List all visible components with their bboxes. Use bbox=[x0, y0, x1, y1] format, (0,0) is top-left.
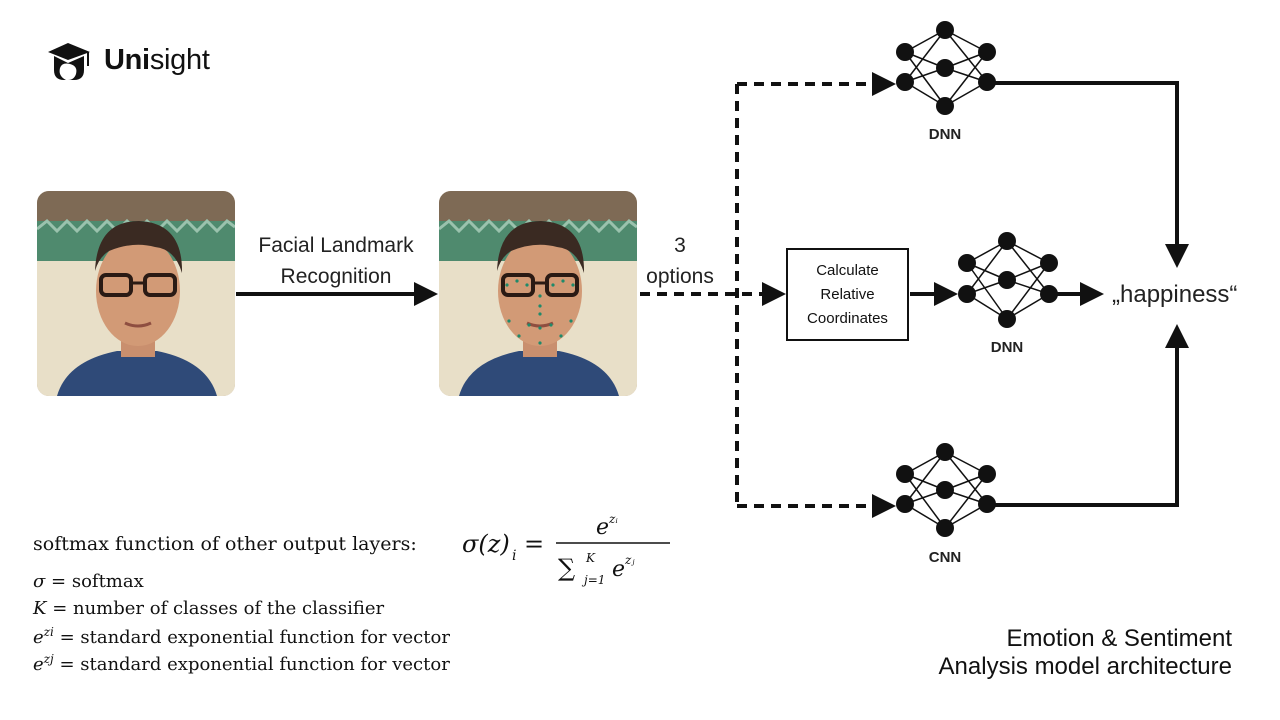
arrow-cnn-to-output bbox=[990, 324, 1189, 507]
flr-label-line2: Recognition bbox=[280, 265, 392, 288]
def-symbol: σ bbox=[33, 571, 46, 592]
softmax-formula: σ(z) i = e zᵢ ∑ K j=1 e zⱼ bbox=[462, 510, 682, 596]
definition-ezi: ezi = standard exponential function for … bbox=[33, 625, 450, 648]
caption-line1: Emotion & Sentiment bbox=[1006, 625, 1232, 652]
def-sup: zi bbox=[43, 625, 54, 639]
definition-k: K = number of classes of the classifier bbox=[33, 598, 384, 619]
calc-box-line2: Relative bbox=[820, 285, 875, 303]
calc-box-line3: Coordinates bbox=[807, 309, 888, 327]
def-text: = standard exponential function for vect… bbox=[59, 627, 450, 648]
logo-wordmark: Unisight bbox=[104, 44, 210, 77]
logo-text-bold: Uni bbox=[104, 44, 150, 76]
formula-numerator-sup: zᵢ bbox=[608, 512, 618, 526]
formula-sum: ∑ bbox=[558, 554, 575, 582]
formula-sum-upper: K bbox=[585, 551, 596, 565]
options-label-line1: 3 bbox=[674, 234, 686, 257]
def-symbol: K bbox=[33, 598, 47, 619]
options-label-line2: options bbox=[646, 265, 714, 288]
def-text: = softmax bbox=[51, 571, 144, 592]
logo bbox=[44, 40, 234, 84]
logo-text-rest: sight bbox=[149, 44, 210, 76]
landmark-face-photo bbox=[439, 191, 637, 396]
output-happiness-label: „happiness“ bbox=[1112, 281, 1238, 308]
cnn-label: CNN bbox=[928, 549, 962, 566]
formula-numerator: e bbox=[596, 515, 609, 540]
caption-line2: Analysis model architecture bbox=[938, 653, 1232, 680]
input-face-photo bbox=[37, 191, 235, 396]
def-text: = standard exponential function for vect… bbox=[59, 654, 450, 675]
formula-denominator-sup: zⱼ bbox=[624, 553, 635, 567]
dashed-option-paths bbox=[640, 72, 896, 518]
dnn-top-network bbox=[896, 21, 996, 115]
cnn-bottom-network bbox=[896, 443, 996, 537]
formula-sum-lower: j=1 bbox=[581, 573, 605, 587]
three-options-label: 3 options bbox=[636, 230, 724, 292]
slide-caption: Emotion & Sentiment Analysis model archi… bbox=[939, 625, 1232, 681]
formula-lhs-sub: i bbox=[512, 548, 516, 564]
def-sup: zj bbox=[43, 652, 54, 666]
graduation-cap-icon bbox=[48, 43, 90, 80]
softmax-intro-text: softmax function of other output layers: bbox=[33, 533, 417, 555]
arrow-top-dnn-to-output bbox=[990, 81, 1189, 268]
formula-denominator-term: e bbox=[612, 557, 625, 582]
calculate-relative-coordinates-box: Calculate Relative Coordinates bbox=[786, 248, 909, 341]
definition-sigma: σ = softmax bbox=[33, 571, 144, 592]
def-symbol: e bbox=[33, 654, 44, 675]
formula-equals: = bbox=[524, 530, 544, 558]
dnn-middle-network bbox=[958, 232, 1058, 328]
dnn-middle-label: DNN bbox=[990, 339, 1024, 356]
calc-box-line1: Calculate bbox=[816, 261, 879, 279]
def-text: = number of classes of the classifier bbox=[52, 598, 385, 619]
flr-label-line1: Facial Landmark bbox=[258, 234, 414, 257]
formula-lhs: σ(z) bbox=[462, 530, 510, 558]
def-symbol: e bbox=[33, 627, 44, 648]
definition-ezj: ezj = standard exponential function for … bbox=[33, 652, 450, 675]
dnn-top-label: DNN bbox=[928, 126, 962, 143]
facial-landmark-recognition-label: Facial Landmark Recognition bbox=[236, 230, 436, 292]
